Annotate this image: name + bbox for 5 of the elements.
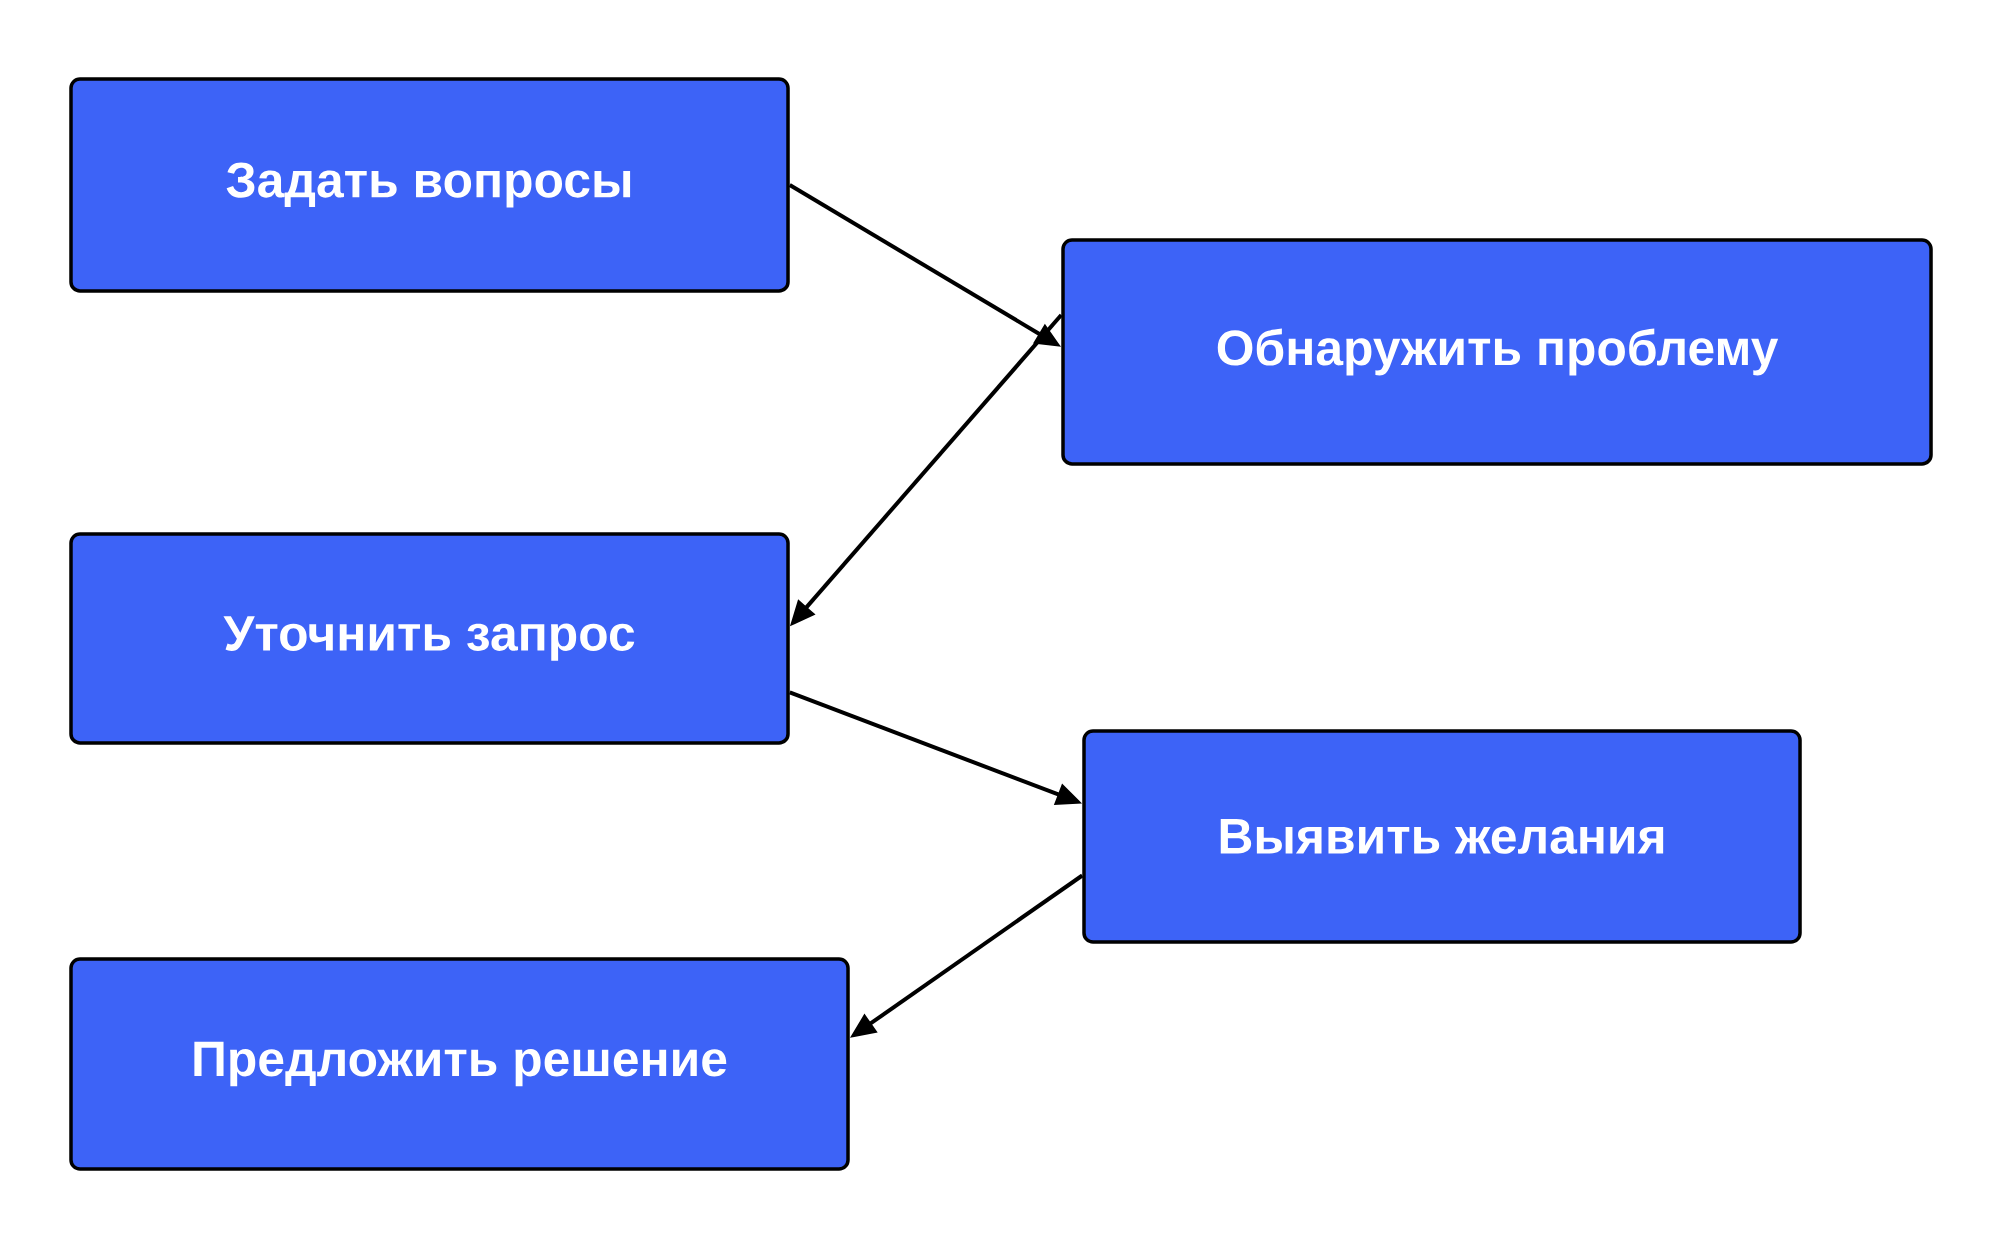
process-box: Уточнить запрос [69, 532, 790, 745]
process-box: Выявить желания [1082, 729, 1802, 944]
process-box: Обнаружить проблему [1061, 238, 1933, 466]
process-box: Задать вопросы [69, 77, 790, 293]
process-box: Предложить решение [69, 957, 850, 1171]
